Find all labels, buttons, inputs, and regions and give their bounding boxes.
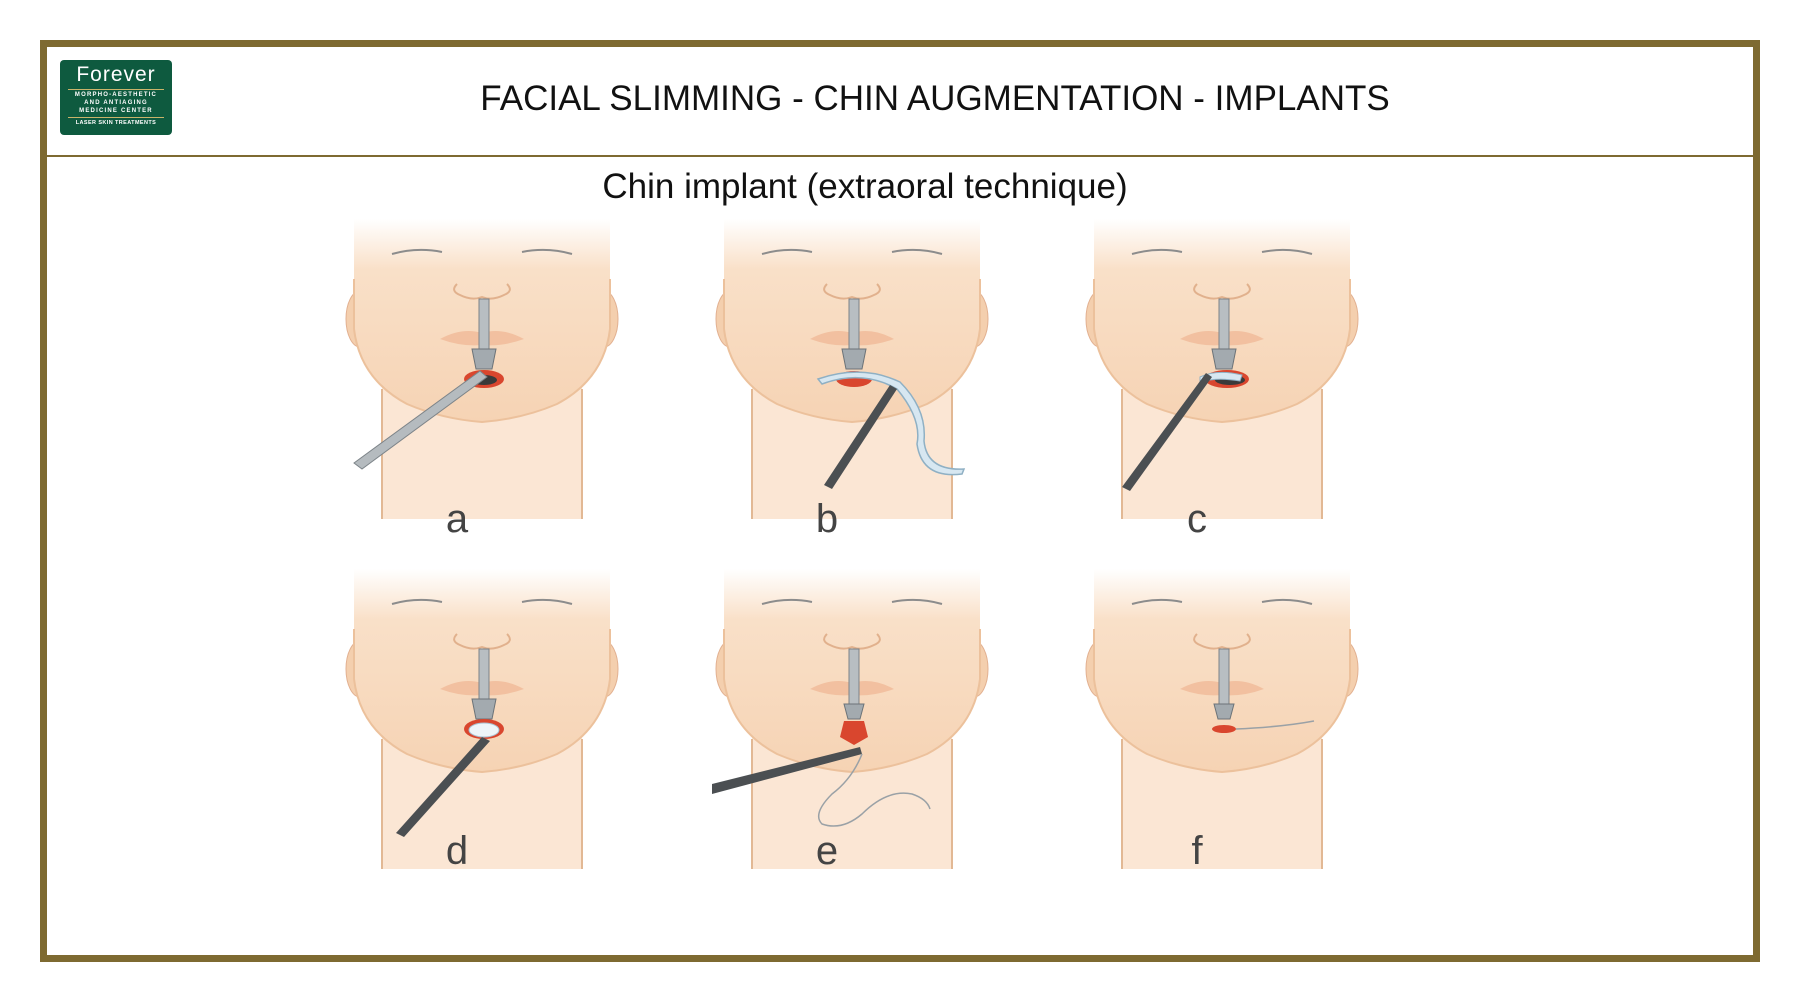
logo-rule-2 [68,117,164,118]
logo-line-1: MORPHO-AESTHETIC [74,92,158,98]
panel-label-f: f [1191,829,1203,873]
logo-line-4: LASER SKIN TREATMENTS [75,120,157,126]
logo-line-3: MEDICINE CENTER [79,108,153,114]
panel-f-illustration [1082,569,1372,869]
panel-b-illustration [712,219,1002,519]
header: Forever MORPHO-AESTHETIC AND ANTIAGING M… [47,47,1753,157]
panel-label-b: b [815,497,839,541]
logo-brand: Forever [76,63,156,86]
forever-logo: Forever MORPHO-AESTHETIC AND ANTIAGING M… [60,60,172,135]
figure-caption: Chin implant (extraoral technique) [602,167,1128,206]
face-illustration-f [1085,569,1359,869]
panel-d-illustration [342,569,632,869]
panel-e-illustration [712,569,1002,869]
panel-label-e: e [815,829,839,873]
panel-label-c: c [1187,497,1207,541]
panel-label-d: d [445,829,469,873]
slide-frame: Forever MORPHO-AESTHETIC AND ANTIAGING M… [40,40,1760,962]
page-title: FACIAL SLIMMING - CHIN AUGMENTATION - IM… [480,79,1390,118]
face-illustration-a [345,219,619,519]
face-illustration-c [1085,219,1359,519]
face-illustration-e [712,569,989,869]
logo-line-2: AND ANTIAGING [84,100,148,106]
face-illustration-d [345,569,619,869]
panel-label-a: a [445,497,469,541]
logo-rule [68,89,164,90]
panel-a-illustration [342,219,632,519]
face-illustration-b [715,219,989,519]
panel-c-illustration [1082,219,1372,519]
